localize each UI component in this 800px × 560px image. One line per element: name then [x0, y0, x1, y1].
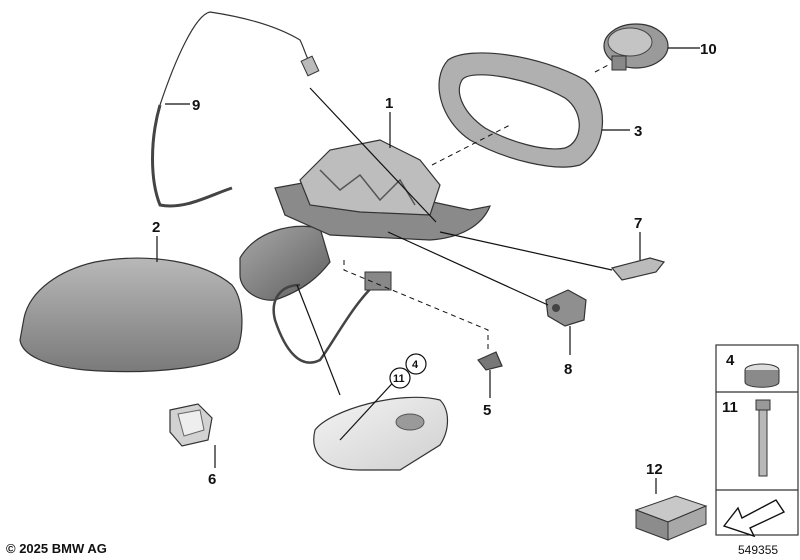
mirror-frame-part-3 [438, 52, 604, 168]
callout-9: 9 [192, 97, 200, 114]
svg-text:11: 11 [393, 373, 405, 385]
callout-7: 7 [634, 215, 642, 232]
mirror-motor-part-10 [603, 23, 669, 71]
callout-1: 1 [385, 95, 393, 112]
arrow-icon [722, 499, 786, 538]
callout-12: 12 [646, 461, 663, 478]
callout-5: 5 [483, 402, 491, 419]
legend-cap-4 [744, 363, 780, 388]
callout-8: 8 [564, 361, 572, 378]
legend-screw-11 [755, 399, 771, 477]
legend-panel: 4 11 [715, 344, 799, 538]
connector [364, 271, 392, 291]
mirror-housing-part-1 [239, 139, 491, 301]
bracket-part-7 [610, 257, 666, 281]
cable-part-9 [151, 11, 320, 208]
circled-callout-11: 11 [389, 367, 411, 389]
copyright-notice: © 2025 BMW AG [6, 541, 107, 556]
legend-label-11: 11 [722, 399, 738, 416]
clip-part-8 [545, 289, 587, 327]
callout-6: 6 [208, 471, 216, 488]
base-cover [313, 396, 449, 471]
wiring-harness [272, 279, 381, 364]
puddle-light-part-6 [169, 403, 213, 447]
diagram-number: 549355 [738, 543, 779, 557]
callout-2: 2 [152, 219, 160, 236]
callout-10: 10 [700, 41, 717, 58]
leader-lines [156, 47, 700, 468]
grommet-part-5 [477, 351, 503, 371]
callout-3: 3 [634, 123, 642, 140]
svg-text:4: 4 [412, 359, 419, 371]
box-part-12 [634, 478, 708, 541]
legend-label-4: 4 [726, 352, 735, 369]
circled-callout-4: 4 [405, 353, 427, 375]
mirror-cap-part-2 [19, 257, 243, 373]
